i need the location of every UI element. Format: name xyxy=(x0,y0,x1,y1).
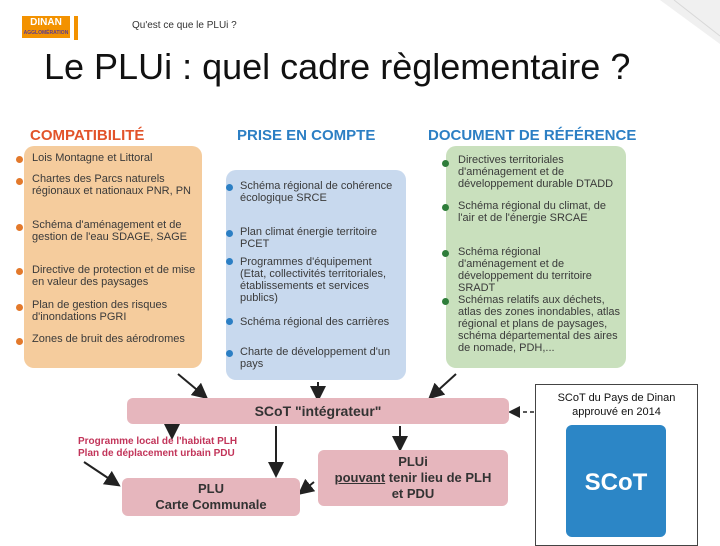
prise-item: Plan climat énergie territoire PCET xyxy=(240,226,377,250)
plui-box: PLUi pouvant tenir lieu de PLH et PDU xyxy=(318,450,508,506)
scot-note-text: SCoT du Pays de Dinan approuvé en 2014 xyxy=(536,391,697,419)
plu-title: PLU xyxy=(198,481,224,496)
document-reference-panel: Directives territoriales d'aménagement e… xyxy=(442,146,626,368)
compat-item: Schéma d'aménagement et de gestion de l'… xyxy=(32,219,187,243)
column-header-document-reference: DOCUMENT DE RÉFÉRENCE xyxy=(428,127,637,144)
bullet-icon xyxy=(442,250,449,257)
bullet-icon xyxy=(226,318,233,325)
ref-item: Directives territoriales d'aménagement e… xyxy=(458,154,614,190)
arrow-icon xyxy=(177,373,209,400)
bullet-icon xyxy=(442,298,449,305)
compatibilite-panel: Lois Montagne et Littoral Chartes des Pa… xyxy=(16,146,202,368)
bullet-icon xyxy=(226,258,233,265)
plui-line3: et PDU xyxy=(391,486,435,501)
bullet-icon xyxy=(16,178,23,185)
logo-box: DINAN xyxy=(22,16,70,38)
logo-divider xyxy=(74,16,78,40)
bullet-icon xyxy=(16,304,23,311)
plh-pdu-label: Programme local de l'habitat PLH Plan de… xyxy=(78,436,237,460)
arrow-icon xyxy=(428,373,457,400)
bullet-icon xyxy=(442,160,449,167)
scot-note-box: SCoT du Pays de Dinan approuvé en 2014 S… xyxy=(535,384,698,546)
prise-item: Programmes d'équipement (Etat, collectiv… xyxy=(240,256,387,304)
bullet-icon xyxy=(226,350,233,357)
prise-item: Charte de développement d'un pays xyxy=(240,346,391,370)
compat-item: Zones de bruit des aérodromes xyxy=(32,333,185,345)
scot-integrateur-bar: SCoT "intégrateur" xyxy=(127,398,509,424)
bullet-icon xyxy=(442,204,449,211)
column-header-prise-en-compte: PRISE EN COMPTE xyxy=(237,127,376,144)
bullet-icon xyxy=(16,156,23,163)
logo-subtitle: AGGLOMÉRATION xyxy=(23,30,69,36)
carte-communale-label: Carte Communale xyxy=(155,497,267,512)
plui-title: PLUi xyxy=(398,454,428,469)
bullet-icon xyxy=(226,230,233,237)
ref-item: Schémas relatifs aux déchets, atlas des … xyxy=(458,294,621,354)
bullet-icon xyxy=(16,338,23,345)
plh-line: Programme local de l'habitat PLH xyxy=(78,436,238,447)
compat-item: Plan de gestion des risques d'inondation… xyxy=(32,299,168,323)
scot-document-image: SCoT xyxy=(566,425,666,537)
pouvant-underlined: pouvant xyxy=(334,470,386,485)
page-title: Le PLUi : quel cadre règlementaire ? xyxy=(44,46,631,87)
arrow-icon xyxy=(297,478,316,495)
prise-item: Schéma régional des carrières xyxy=(240,316,390,328)
bullet-icon xyxy=(16,224,23,231)
arrow-icon xyxy=(83,461,121,487)
scot-image-word: SCoT xyxy=(584,469,648,496)
compat-item: Directive de protection et de mise en va… xyxy=(32,264,196,288)
plui-line2-rest: tenir lieu de PLH xyxy=(385,470,492,485)
ref-item: Schéma régional d'aménagement et de déve… xyxy=(458,246,592,294)
bullet-icon xyxy=(16,268,23,275)
ref-item: Schéma régional du climat, de l'air et d… xyxy=(458,200,606,224)
plu-box: PLU Carte Communale xyxy=(122,478,300,516)
prise-en-compte-panel: Schéma régional de cohérence écologique … xyxy=(226,170,406,380)
prise-item: Schéma régional de cohérence écologique … xyxy=(240,180,393,204)
logo-text: DINAN xyxy=(30,17,62,28)
corner-decoration xyxy=(660,0,720,44)
column-header-compatibilite: COMPATIBILITÉ xyxy=(30,127,145,144)
plui-line2: pouvant tenir lieu de PLH xyxy=(318,470,508,486)
scot-note-line2: approuvé en 2014 xyxy=(572,406,661,418)
compat-item: Chartes des Parcs naturels régionaux et … xyxy=(32,173,191,197)
pdu-line: Plan de déplacement urbain PDU xyxy=(78,448,235,459)
compat-item: Lois Montagne et Littoral xyxy=(32,152,153,164)
bullet-icon xyxy=(226,184,233,191)
breadcrumb: Qu'est ce que le PLUi ? xyxy=(132,20,237,31)
dinan-logo: DINAN AGGLOMÉRATION xyxy=(22,16,140,40)
scot-note-line1: SCoT du Pays de Dinan xyxy=(557,392,676,404)
